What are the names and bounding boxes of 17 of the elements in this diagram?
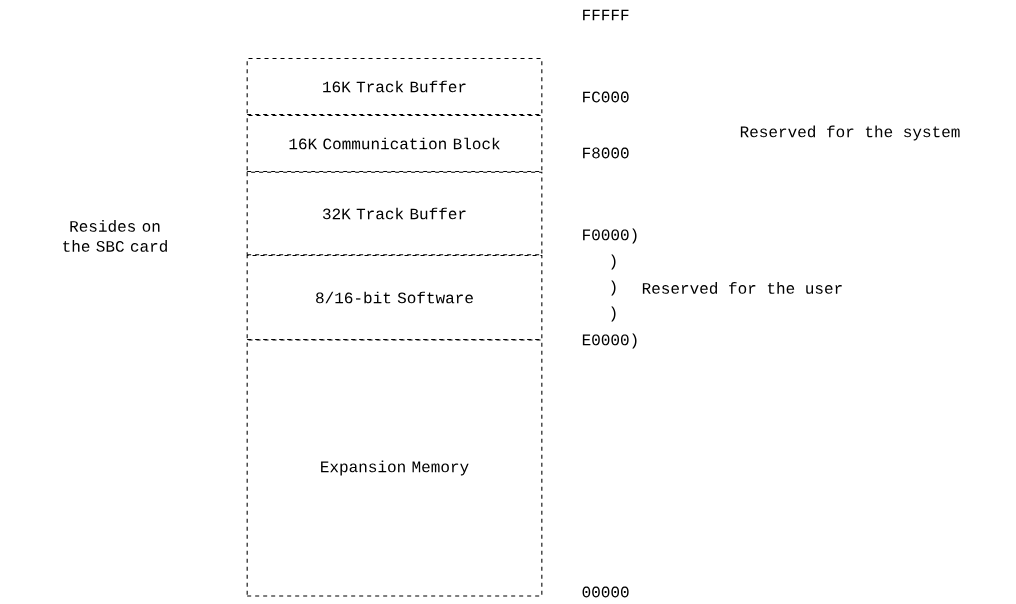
note-text: Reserved for the user xyxy=(642,282,842,294)
address-label: FFFFF xyxy=(583,9,629,21)
memory-region-box: 32K Track Buffer xyxy=(246,171,543,256)
address-label: F8000 xyxy=(583,147,629,159)
note-text: Reserved for the system xyxy=(740,125,960,141)
address-label: F0000) xyxy=(583,228,637,244)
address-label: E0000) xyxy=(582,333,637,349)
memory-region-box: 16K Track Buffer xyxy=(246,57,543,116)
memory-region-box: 8/16-bit Software xyxy=(246,254,543,341)
address-label: ) xyxy=(611,306,616,322)
address-label: ) xyxy=(611,280,616,296)
memory-region-box: Expansion Memory xyxy=(246,339,543,597)
note-text: Resides on the SBC card xyxy=(63,220,167,252)
address-label: 00000 xyxy=(582,586,629,598)
memory-region-box: 16K Communication Block xyxy=(246,114,543,173)
address-label: ) xyxy=(611,254,616,270)
address-label: FC000 xyxy=(583,91,629,103)
